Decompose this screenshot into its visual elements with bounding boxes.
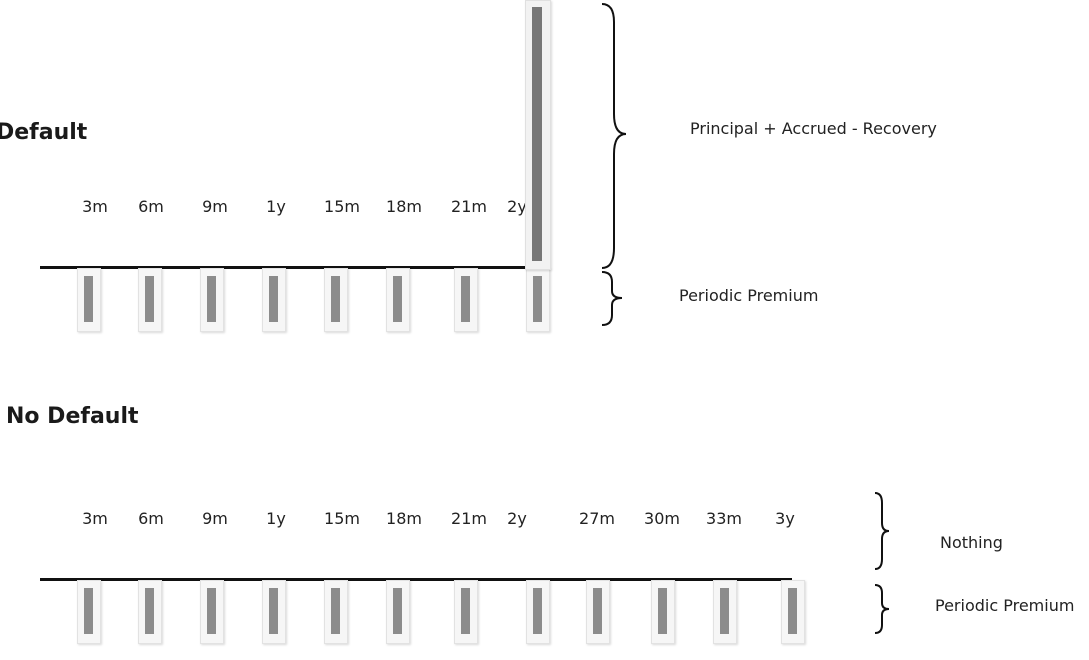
premium-payment-bar [713,580,737,644]
time-tick-label: 6m [138,509,164,528]
premium-payment-bar [262,268,286,332]
default-payment-label: Principal + Accrued - Recovery [690,119,937,138]
time-tick-label: 1y [266,509,286,528]
time-tick-label: 27m [579,509,615,528]
default-scenario-title: Default [0,120,88,145]
default-payment-brace [601,3,627,269]
premium-payment-bar [526,268,550,332]
no-default-timeline [40,578,792,581]
premium-payment-bar [262,580,286,644]
premium-payment-bar [200,268,224,332]
time-tick-label: 33m [706,509,742,528]
premium-payment-bar [324,580,348,644]
nothing-brace [874,492,890,570]
time-tick-label: 15m [324,197,360,216]
premium-payment-bar [138,580,162,644]
time-tick-label: 3m [82,197,108,216]
time-tick-label: 6m [138,197,164,216]
premium-payment-bar [77,268,101,332]
premium-payment-bar [781,580,805,644]
time-tick-label: 3m [82,509,108,528]
time-tick-label: 3y [775,509,795,528]
no-default-scenario-title: No Default [6,404,139,429]
premium-payment-bar [454,268,478,332]
default-premium-brace [601,271,623,326]
time-tick-label: 21m [451,509,487,528]
time-tick-label: 9m [202,509,228,528]
premium-payment-bar [200,580,224,644]
default-timeline [40,266,528,269]
time-tick-label: 9m [202,197,228,216]
premium-payment-bar [651,580,675,644]
default-premium-label: Periodic Premium [679,286,819,305]
nothing-label: Nothing [940,533,1003,552]
time-tick-label: 21m [451,197,487,216]
premium-payment-bar [386,580,410,644]
time-tick-label: 2y [507,197,527,216]
premium-payment-bar [386,268,410,332]
time-tick-label: 15m [324,509,360,528]
no-default-premium-label: Periodic Premium [935,596,1075,615]
no-default-premium-brace [874,584,890,634]
time-tick-label: 1y [266,197,286,216]
default-payment-bar [525,0,551,270]
premium-payment-bar [77,580,101,644]
time-tick-label: 30m [644,509,680,528]
time-tick-label: 2y [507,509,527,528]
time-tick-label: 18m [386,197,422,216]
premium-payment-bar [324,268,348,332]
premium-payment-bar [138,268,162,332]
premium-payment-bar [454,580,478,644]
time-tick-label: 18m [386,509,422,528]
premium-payment-bar [586,580,610,644]
premium-payment-bar [526,580,550,644]
